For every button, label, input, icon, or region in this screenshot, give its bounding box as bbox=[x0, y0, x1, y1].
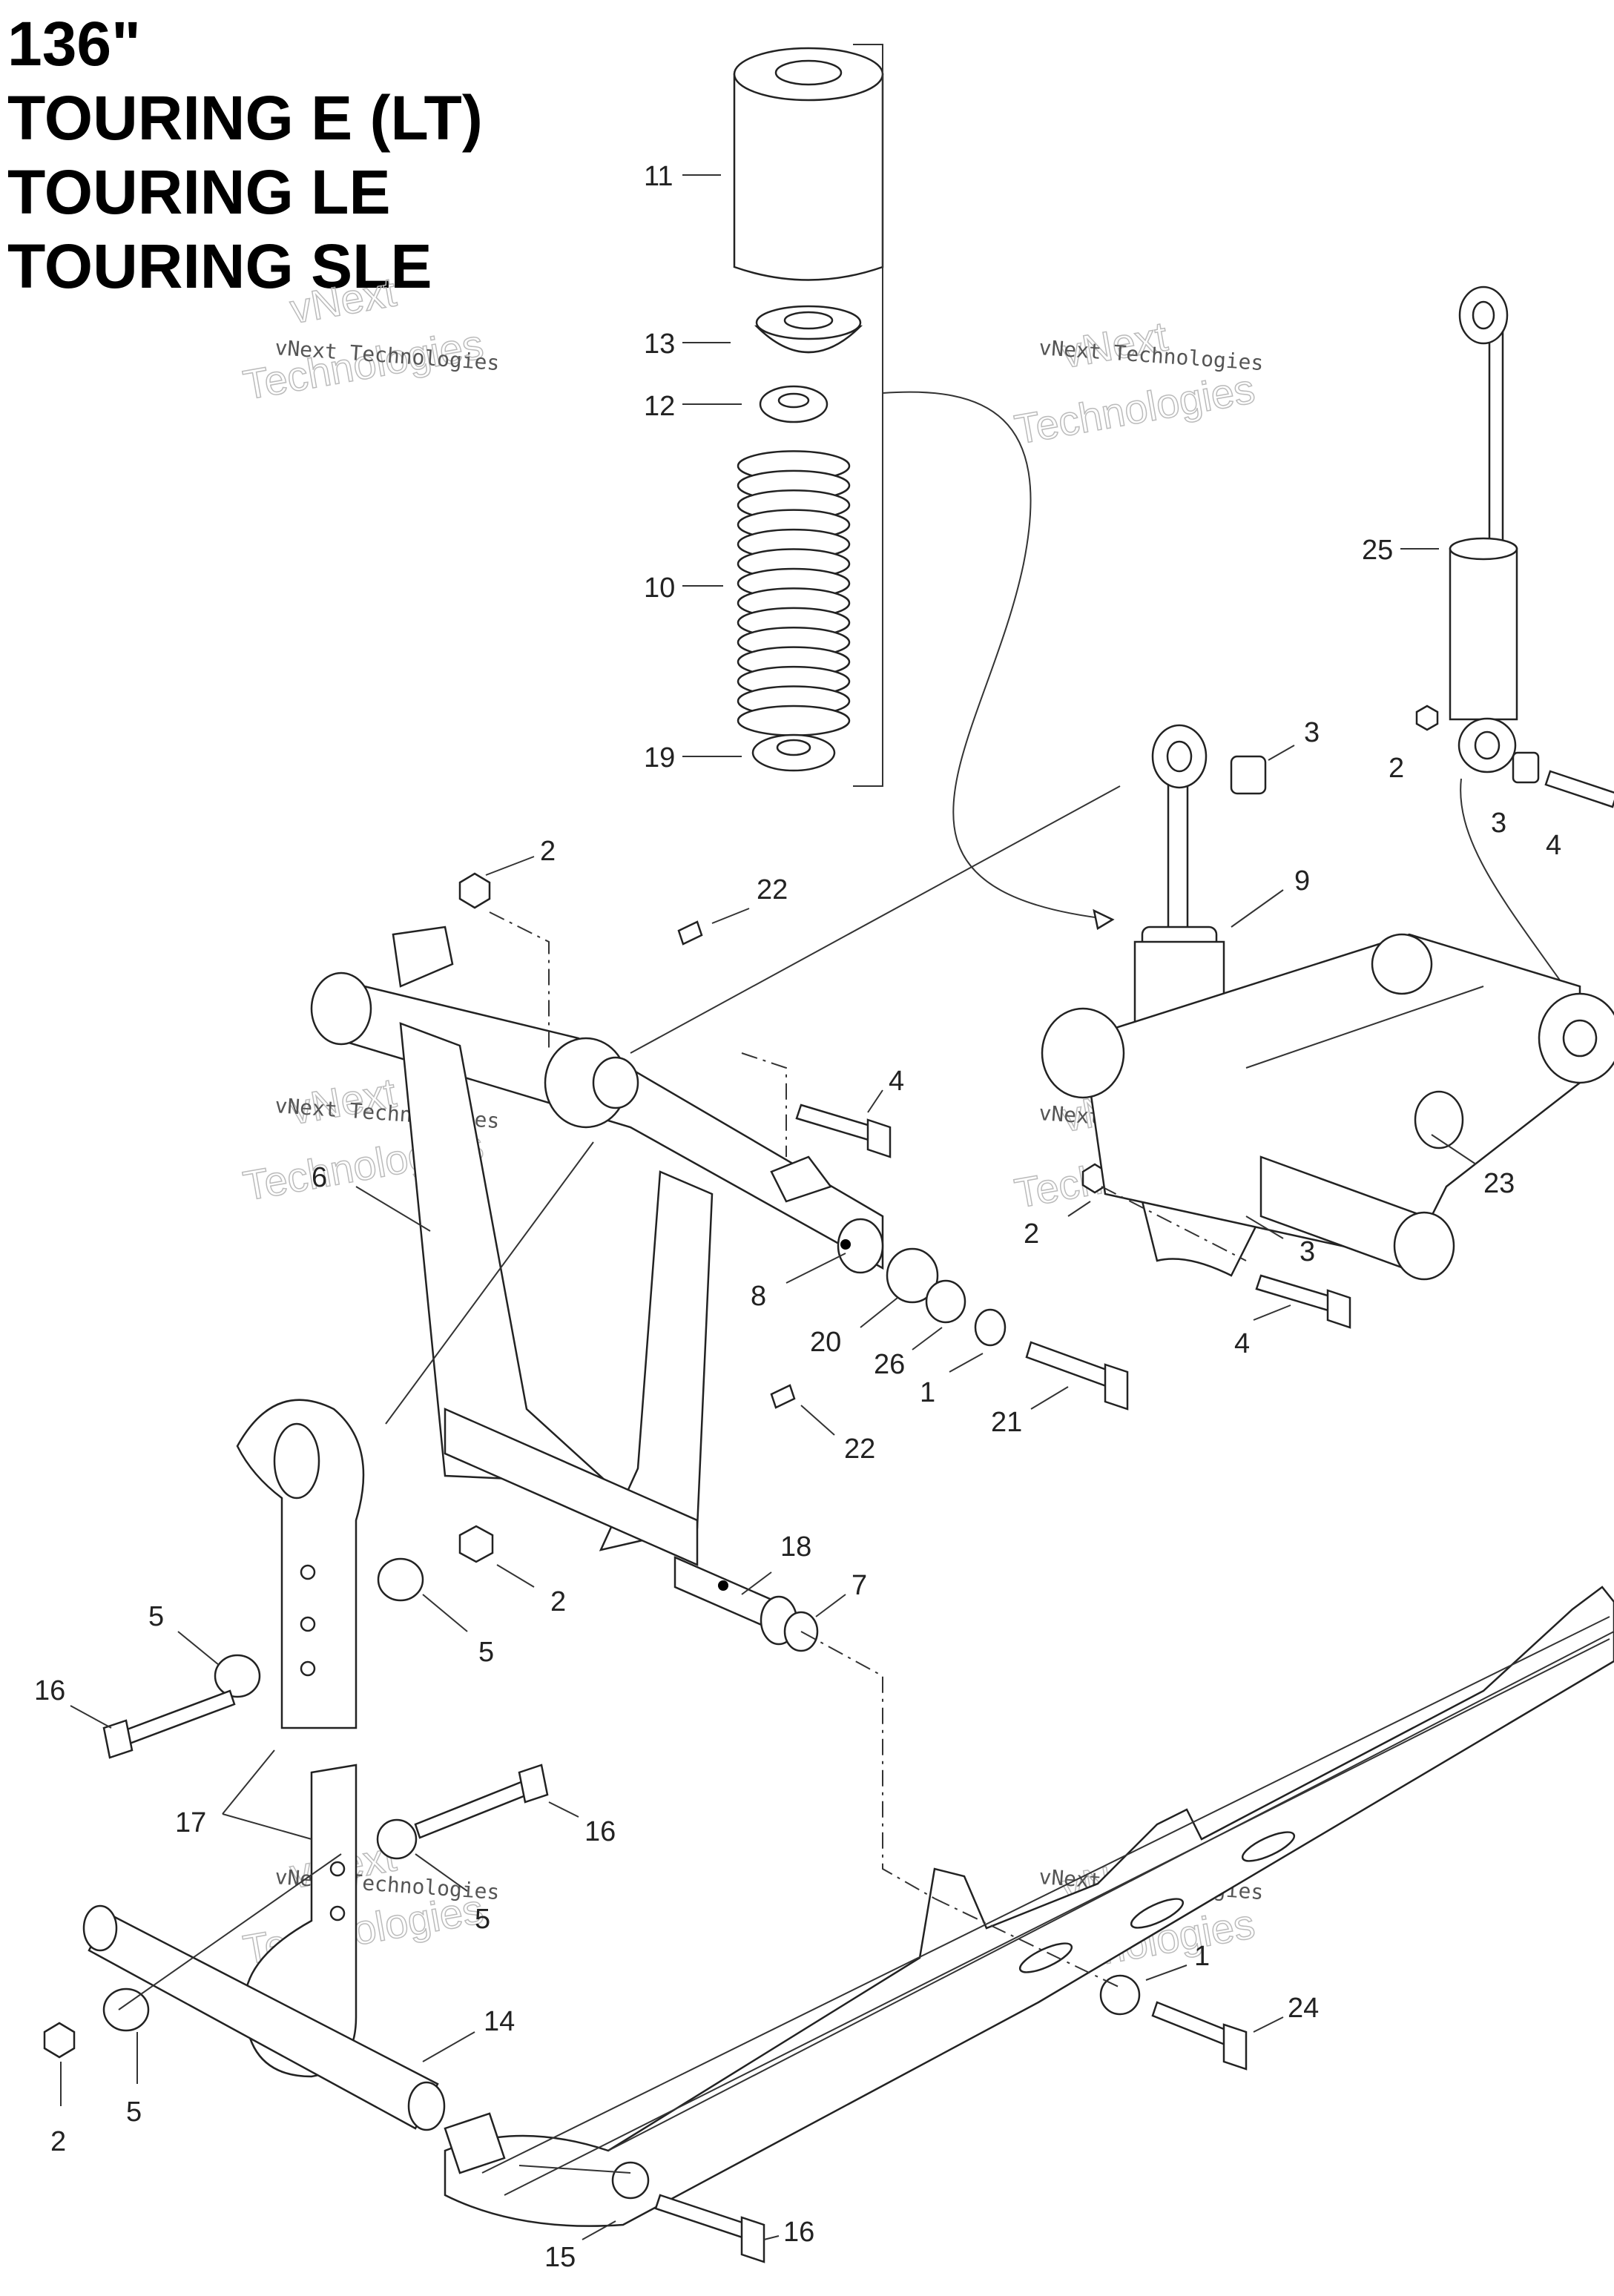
callout-17: 17 bbox=[175, 1807, 206, 1838]
callout-23: 23 bbox=[1483, 1168, 1515, 1199]
nut-icon bbox=[458, 872, 491, 909]
part-17-link bbox=[236, 1399, 365, 2078]
assembly-arrow bbox=[882, 391, 1113, 920]
spring-assembly bbox=[733, 44, 1115, 930]
bolt-icon bbox=[1025, 1341, 1114, 1388]
callout-5d: 5 bbox=[126, 2097, 142, 2128]
front-arm-hardware bbox=[458, 872, 1129, 1652]
callout-2d: 2 bbox=[550, 1586, 566, 1617]
part-25-rear-shock bbox=[1415, 286, 1614, 1009]
callout-21: 21 bbox=[991, 1407, 1022, 1438]
callout-2b: 2 bbox=[540, 836, 556, 867]
callout-7: 7 bbox=[852, 1570, 867, 1601]
callout-11: 11 bbox=[644, 161, 673, 192]
washer-icon bbox=[886, 1247, 939, 1304]
callout-6: 6 bbox=[312, 1162, 327, 1193]
nut-icon bbox=[43, 2022, 76, 2059]
bolt-icon bbox=[795, 1104, 877, 1142]
bolt-icon bbox=[1544, 770, 1614, 808]
callout-1b: 1 bbox=[1194, 1941, 1210, 1972]
part-10-coil-spring bbox=[737, 450, 851, 736]
grease-fitting-icon bbox=[677, 920, 703, 946]
callout-4b: 4 bbox=[889, 1066, 904, 1097]
callout-20: 20 bbox=[810, 1327, 841, 1358]
washer-icon bbox=[376, 1818, 418, 1860]
washer-icon bbox=[1099, 1974, 1141, 2016]
callout-3a: 3 bbox=[1491, 808, 1506, 839]
washer-icon bbox=[611, 2161, 650, 2200]
svg-text:Technologies: Technologies bbox=[1011, 365, 1258, 453]
part-6-front-arm bbox=[310, 926, 884, 1646]
washer-icon bbox=[925, 1279, 966, 1324]
grease-fitting-icon bbox=[770, 1384, 796, 1409]
callout-3b: 3 bbox=[1304, 717, 1320, 748]
callout-10: 10 bbox=[644, 573, 675, 604]
diagram-title: 136" TOURING E (LT) TOURING LE TOURING S… bbox=[7, 9, 483, 301]
callout-24: 24 bbox=[1288, 1993, 1319, 2024]
callout-12: 12 bbox=[644, 391, 675, 422]
part-11-spring-cover bbox=[733, 47, 884, 281]
link-hardware bbox=[43, 1557, 549, 2059]
assembly-arrowhead bbox=[1093, 908, 1115, 930]
callout-22a: 22 bbox=[757, 874, 788, 905]
watermark-2: vNext Technologies bbox=[1011, 312, 1259, 454]
bolt-icon bbox=[1151, 2001, 1233, 2047]
part-23-rear-arm bbox=[1041, 933, 1614, 1281]
callout-1a: 1 bbox=[920, 1377, 935, 1408]
washer-icon bbox=[102, 1987, 150, 2032]
callout-2e: 2 bbox=[50, 2126, 66, 2157]
callout-15: 15 bbox=[544, 2242, 576, 2273]
callout-13: 13 bbox=[644, 329, 675, 360]
part-12-cup bbox=[759, 385, 829, 423]
slide-rail bbox=[444, 1586, 1614, 2227]
callout-5c: 5 bbox=[475, 1904, 490, 1935]
callout-22b: 22 bbox=[844, 1434, 875, 1465]
callout-5b: 5 bbox=[478, 1637, 494, 1668]
callout-18: 18 bbox=[780, 1531, 811, 1563]
callout-5a: 5 bbox=[148, 1601, 164, 1632]
part-14-shaft bbox=[82, 1904, 446, 2131]
spring-coil bbox=[737, 705, 851, 736]
title-line-1: 136" bbox=[7, 9, 141, 79]
assembly-lines bbox=[118, 785, 1247, 2174]
bolt-icon bbox=[654, 2194, 751, 2240]
bushing-icon bbox=[1512, 751, 1540, 784]
callout-3c: 3 bbox=[1300, 1236, 1315, 1267]
callout-14: 14 bbox=[484, 2006, 515, 2037]
washer-icon bbox=[377, 1557, 424, 1602]
title-line-2: TOURING E (LT) bbox=[7, 83, 483, 153]
grease-point-icon bbox=[840, 1239, 851, 1250]
callout-16b: 16 bbox=[584, 1816, 616, 1847]
nut-icon bbox=[1415, 705, 1439, 731]
callout-2c: 2 bbox=[1024, 1218, 1039, 1250]
callout-26: 26 bbox=[874, 1349, 905, 1380]
nut-icon bbox=[458, 1525, 494, 1563]
part-13-stopper bbox=[754, 305, 863, 354]
bolt-icon bbox=[1255, 1274, 1337, 1313]
callout-16c: 16 bbox=[783, 2217, 814, 2248]
callout-9: 9 bbox=[1294, 865, 1310, 897]
callout-4a: 4 bbox=[1546, 830, 1561, 861]
grease-point-icon bbox=[718, 1580, 728, 1591]
callout-16a: 16 bbox=[34, 1675, 65, 1706]
title-line-3: TOURING LE bbox=[7, 157, 390, 227]
callout-4c: 4 bbox=[1234, 1328, 1250, 1359]
washer-icon bbox=[974, 1308, 1007, 1347]
bushing-icon bbox=[1230, 755, 1267, 795]
part-19-lower-cup bbox=[751, 733, 836, 772]
callout-8: 8 bbox=[751, 1281, 766, 1312]
callout-2a: 2 bbox=[1389, 753, 1404, 784]
rail-hardware bbox=[611, 1974, 1248, 2263]
bolt-icon bbox=[414, 1778, 533, 1839]
callout-19: 19 bbox=[644, 742, 675, 773]
washer-icon bbox=[214, 1654, 261, 1698]
title-line-4: TOURING SLE bbox=[7, 231, 432, 301]
callout-25: 25 bbox=[1362, 535, 1393, 566]
callout-labels: 11 13 12 10 19 25 2 3 4 3 9 2 22 4 6 8 2… bbox=[34, 161, 1561, 2273]
group-bracket bbox=[853, 44, 883, 787]
